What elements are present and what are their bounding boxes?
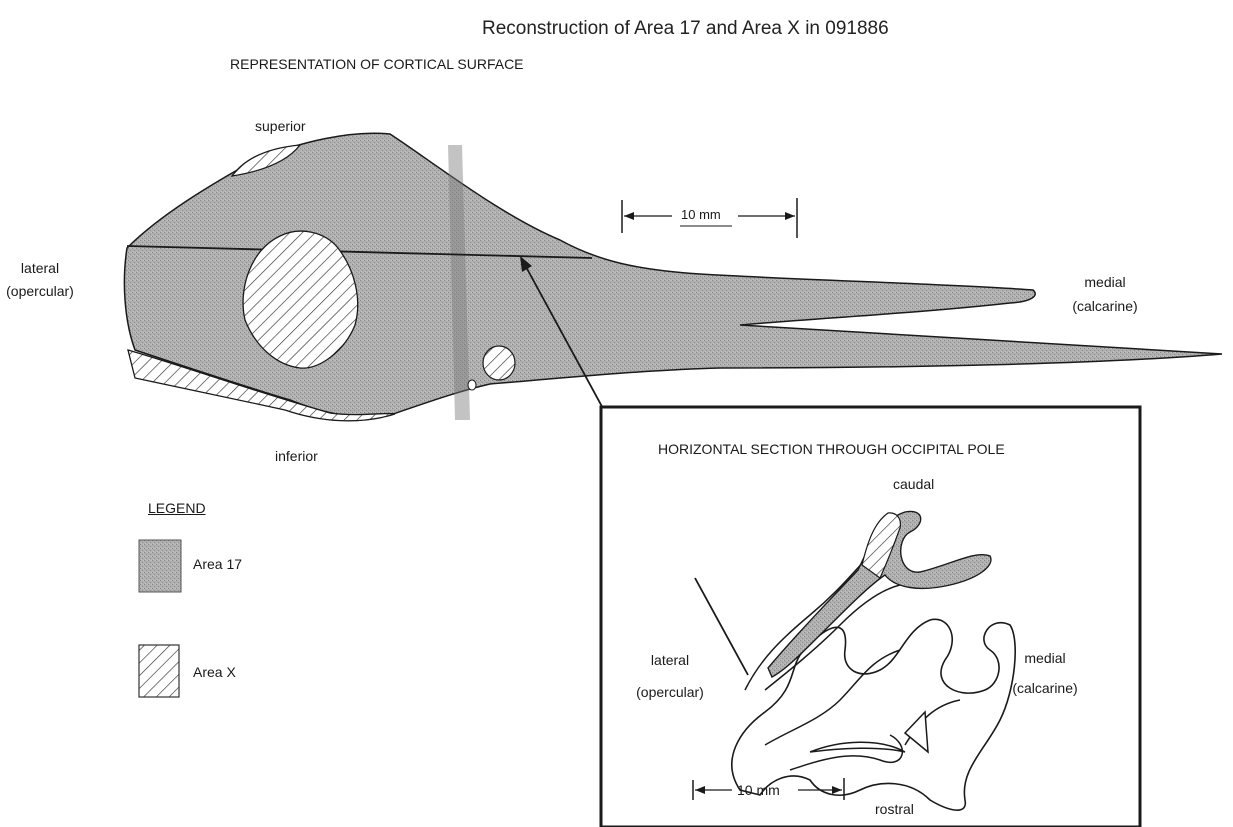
section-label-calcarine: (calcarine): [1000, 680, 1090, 696]
section-heading: HORIZONTAL SECTION THROUGH OCCIPITAL POL…: [658, 441, 1005, 457]
area-x-small-patch: [483, 346, 515, 380]
label-calcarine: (calcarine): [1060, 298, 1150, 314]
legend-label-areax: Area X: [193, 664, 236, 680]
label-opercular: (opercular): [4, 283, 76, 299]
section-inset: [601, 407, 1140, 827]
legend-swatch-areax: [139, 645, 179, 697]
figure-title: Reconstruction of Area 17 and Area X in …: [482, 18, 889, 40]
label-caudal: caudal: [893, 476, 934, 492]
label-inferior: inferior: [275, 448, 318, 464]
section-label-opercular: (opercular): [625, 684, 715, 700]
legend-swatches: [139, 540, 181, 697]
section-label-medial: medial: [1000, 650, 1090, 666]
inset-frame: [601, 407, 1140, 827]
label-superior: superior: [255, 118, 306, 134]
scale-label-surface: 10 mm: [681, 207, 721, 222]
legend-label-area17: Area 17: [193, 556, 242, 572]
legend-swatch-area17: [139, 540, 181, 592]
legend-heading: LEGEND: [148, 500, 206, 516]
label-rostral: rostral: [875, 801, 914, 817]
label-lateral: lateral: [4, 260, 76, 276]
label-medial: medial: [1060, 274, 1150, 290]
scale-label-section: 10 mm: [737, 782, 780, 798]
surface-heading: REPRESENTATION OF CORTICAL SURFACE: [230, 56, 524, 72]
section-label-lateral: lateral: [625, 652, 715, 668]
area-x-tiny-patch: [468, 380, 476, 390]
